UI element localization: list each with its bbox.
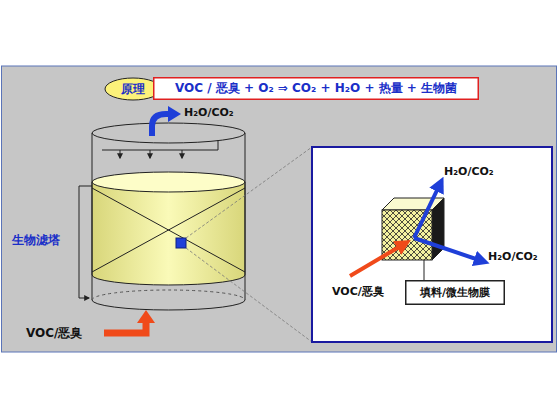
zoom-box	[312, 147, 552, 342]
outlet-arrowhead	[168, 106, 181, 122]
inlet-arrowhead	[137, 310, 155, 323]
rect-outline	[406, 281, 505, 305]
gas-label: H₂O/CO₂	[444, 165, 494, 178]
zoom-spot	[176, 238, 186, 248]
outlet-gas-label: H₂O/CO₂	[184, 106, 234, 119]
voc-arrow	[350, 244, 404, 276]
rect-outline	[154, 78, 479, 100]
node-text: VOC / 恶臭 + O₂ ⇒ CO₂ + H₂O + 热量 + 生物菌	[175, 80, 457, 97]
bio-filter-tower	[92, 123, 245, 310]
gas-arrow-right	[414, 238, 482, 261]
leader-line	[424, 260, 425, 280]
formula-box: VOC / 恶臭 + O₂ ⇒ CO₂ + H₂O + 热量 + 生物菌	[153, 77, 479, 100]
background-panel	[2, 66, 557, 352]
gas-label: H₂O/CO₂	[488, 250, 538, 263]
tower-label: 生物滤塔	[12, 232, 60, 249]
media-label-box: 填料/微生物膜	[405, 280, 505, 305]
ellipse-outline	[105, 78, 161, 100]
gas-arrow-up	[414, 184, 440, 238]
voc-label: VOC/恶臭	[332, 284, 384, 299]
zoom-leaders	[186, 147, 312, 342]
node-text: 原理	[121, 81, 145, 98]
inlet-arrow	[104, 322, 146, 333]
node-text: 填料/微生物膜	[420, 285, 490, 300]
inlet-label: VOC/恶臭	[26, 325, 82, 342]
sprinkler	[102, 140, 218, 158]
outlet-arrow	[152, 114, 170, 136]
tower-bracket	[79, 186, 92, 298]
